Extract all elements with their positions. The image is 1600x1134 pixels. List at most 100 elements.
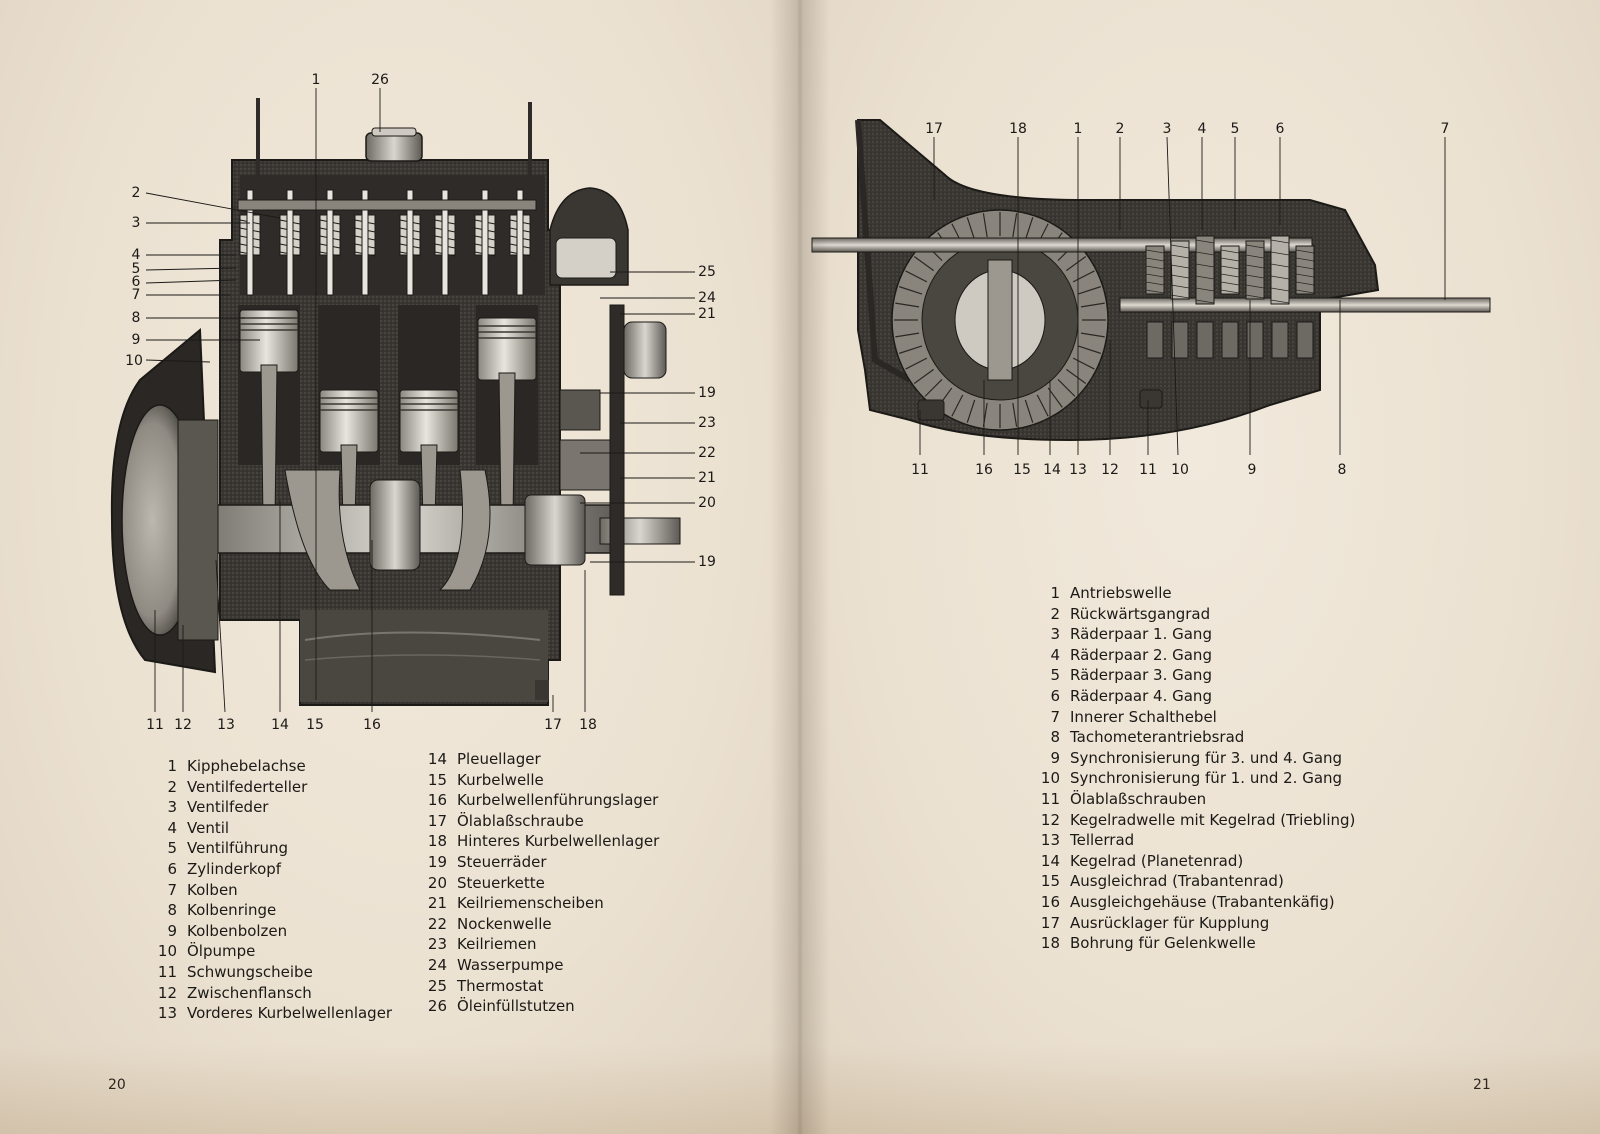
engine-callout-8: 8 — [132, 310, 141, 326]
pistons — [238, 305, 538, 521]
legend-label: Ausrücklager für Kupplung — [1070, 913, 1270, 932]
connecting-rod — [260, 364, 278, 521]
engine-callout-1: 1 — [312, 72, 321, 88]
legend-label: Ausgleichgehäuse (Trabantenkäfig) — [1070, 892, 1335, 911]
legend-number: 4 — [1050, 645, 1060, 664]
transmission-callout-18: 18 — [1009, 121, 1027, 137]
valve-stem — [246, 189, 254, 296]
rocker-shaft — [237, 199, 537, 211]
legend-label: Zwischenflansch — [187, 983, 312, 1002]
gear — [1145, 245, 1165, 295]
legend-label: Ventilfederteller — [187, 777, 308, 796]
legend-label: Rückwärtsgangrad — [1070, 604, 1211, 623]
legend-label: Kipphebelachse — [187, 757, 306, 775]
transmission-callout-7: 7 — [1441, 121, 1450, 137]
legend-number: 12 — [157, 983, 177, 1002]
legend-number: 12 — [1040, 810, 1060, 829]
legend-label: Keilriemen — [457, 935, 537, 954]
transmission-callout-2: 2 — [1116, 121, 1125, 137]
engine-callout-16: 16 — [363, 717, 381, 733]
legend-label: Thermostat — [457, 976, 544, 995]
legend-number: 23 — [427, 935, 447, 954]
engine-callout-21: 21 — [698, 306, 716, 322]
legend-label: Räderpaar 1. Gang — [1070, 625, 1212, 644]
legend-number: 21 — [427, 894, 447, 913]
legend-label: Innerer Schalthebel — [1070, 707, 1217, 726]
legend-number: 22 — [427, 914, 447, 933]
valve-stem — [481, 189, 489, 296]
engine-callout-25: 25 — [698, 264, 716, 280]
engine-callout-26: 26 — [371, 72, 389, 88]
legend-label: Synchronisierung für 3. und 4. Gang — [1070, 748, 1343, 767]
legend-number: 7 — [1050, 707, 1060, 726]
piston — [239, 309, 299, 373]
engine-callout-18: 18 — [579, 717, 597, 733]
valve-train — [237, 189, 537, 296]
engine-callout-13: 13 — [217, 717, 235, 733]
engine-callout-20: 20 — [698, 495, 716, 511]
engine-legend-item: 23 Keilriemen — [415, 934, 715, 955]
transmission-callout-15: 15 — [1013, 462, 1031, 478]
valve-stem — [441, 189, 449, 296]
engine-callout-14: 14 — [271, 717, 289, 733]
legend-number: 13 — [1040, 831, 1060, 850]
engine-callout-9: 9 — [132, 332, 141, 348]
legend-number: 18 — [1040, 934, 1060, 953]
legend-number: 24 — [427, 955, 447, 974]
legend-label: Ausgleichrad (Trabantenrad) — [1070, 872, 1284, 891]
gear — [1295, 245, 1315, 295]
transmission-callout-10: 10 — [1171, 462, 1189, 478]
legend-number: 26 — [427, 997, 447, 1016]
legend-number: 17 — [427, 811, 447, 830]
gear — [1195, 235, 1215, 305]
legend-number: 8 — [167, 901, 177, 920]
engine-callout-21: 21 — [698, 470, 716, 486]
legend-label: Ventil — [187, 818, 230, 837]
legend-label: Räderpaar 4. Gang — [1070, 686, 1212, 705]
engine-callout-17: 17 — [544, 717, 562, 733]
transmission-callout-12: 12 — [1101, 462, 1119, 478]
legend-number: 19 — [427, 852, 447, 871]
countershaft-gear — [1221, 321, 1239, 359]
engine-legend-item: 12 Zwischenflansch — [145, 983, 425, 1004]
engine-cutaway-diagram: 1262345678910252421192322212019111213141… — [110, 72, 716, 733]
legend-number: 3 — [167, 798, 177, 817]
engine-callout-24: 24 — [698, 290, 716, 306]
legend-label: Wasserpumpe — [457, 955, 564, 974]
legend-label: Pleuellager — [457, 750, 541, 768]
legend-label: Hinteres Kurbelwellenlager — [457, 832, 660, 851]
transmission-callout-16: 16 — [975, 462, 993, 478]
transmission-callout-leaders — [919, 136, 1446, 456]
legend-number: 1 — [1050, 584, 1060, 602]
legend-number: 15 — [1040, 872, 1060, 891]
piston — [477, 317, 537, 381]
page-number-left: 20 — [108, 1077, 126, 1093]
legend-label: Synchronisierung für 1. und 2. Gang — [1070, 769, 1343, 788]
transmission-callout-11: 11 — [1139, 462, 1157, 478]
countershaft-gear — [1146, 321, 1164, 359]
